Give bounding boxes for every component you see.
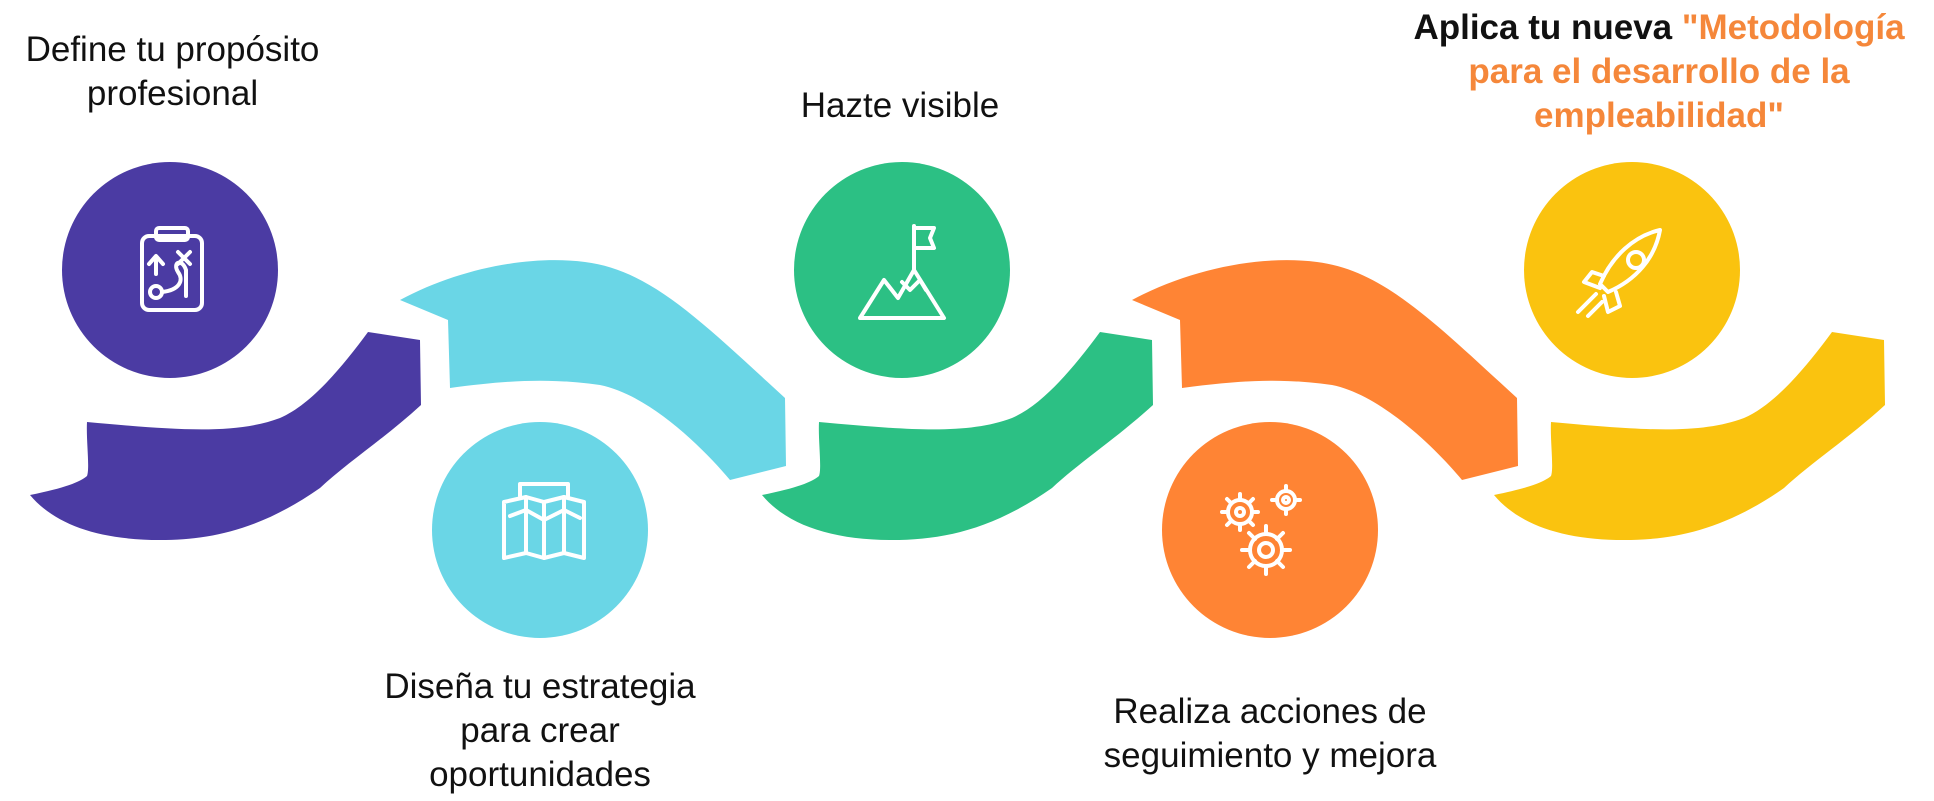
final-label-accent-1: "Metodología [1681, 8, 1905, 47]
step-2-circle [432, 422, 648, 638]
step-1-label-line-2: profesional [86, 74, 259, 113]
step-1-label-line-1: Define tu propósito [25, 30, 320, 69]
step-4-circle [1162, 422, 1378, 638]
final-step-label: Aplica tu nueva "Metodología para el des… [1384, 6, 1934, 138]
step-2-label-line-2: para crear [460, 711, 620, 750]
final-label-line-2: para el desarrollo de la [1468, 52, 1850, 91]
step-1-label: Define tu propósito profesional [0, 28, 345, 116]
ribbon-segment-2 [400, 260, 786, 480]
clipboard-strategy-icon [140, 226, 204, 312]
step-4-label-line-2: seguimiento y mejora [1103, 736, 1437, 775]
mountain-flag-icon [858, 224, 946, 320]
gears-icon [1220, 484, 1302, 576]
step-3-label: Hazte visible [720, 84, 1080, 128]
final-label-line-1: Aplica tu nueva "Metodología [1384, 6, 1934, 50]
step-1-circle [62, 162, 278, 378]
ribbon-segment-4 [1132, 260, 1518, 480]
step-2-label-line-1: Diseña tu estrategia [384, 667, 696, 706]
step-5-circle [1524, 162, 1740, 378]
ribbon-segment-5 [1494, 332, 1885, 540]
step-2-label: Diseña tu estrategia para crear oportuni… [350, 665, 730, 797]
step-2-label-line-3: oportunidades [429, 755, 651, 794]
final-label-line-3: empleabilidad" [1534, 96, 1784, 135]
rocket-icon [1576, 228, 1662, 318]
step-3-label-line-1: Hazte visible [800, 86, 1000, 125]
step-4-label-line-1: Realiza acciones de [1113, 692, 1427, 731]
step-3-circle [794, 162, 1010, 378]
final-label-prefix: Aplica tu nueva [1413, 8, 1682, 47]
step-4-label: Realiza acciones de seguimiento y mejora [1080, 690, 1460, 778]
ribbon-segment-1 [30, 332, 421, 540]
ribbon-segment-3 [762, 332, 1153, 540]
open-map-icon [502, 482, 586, 560]
